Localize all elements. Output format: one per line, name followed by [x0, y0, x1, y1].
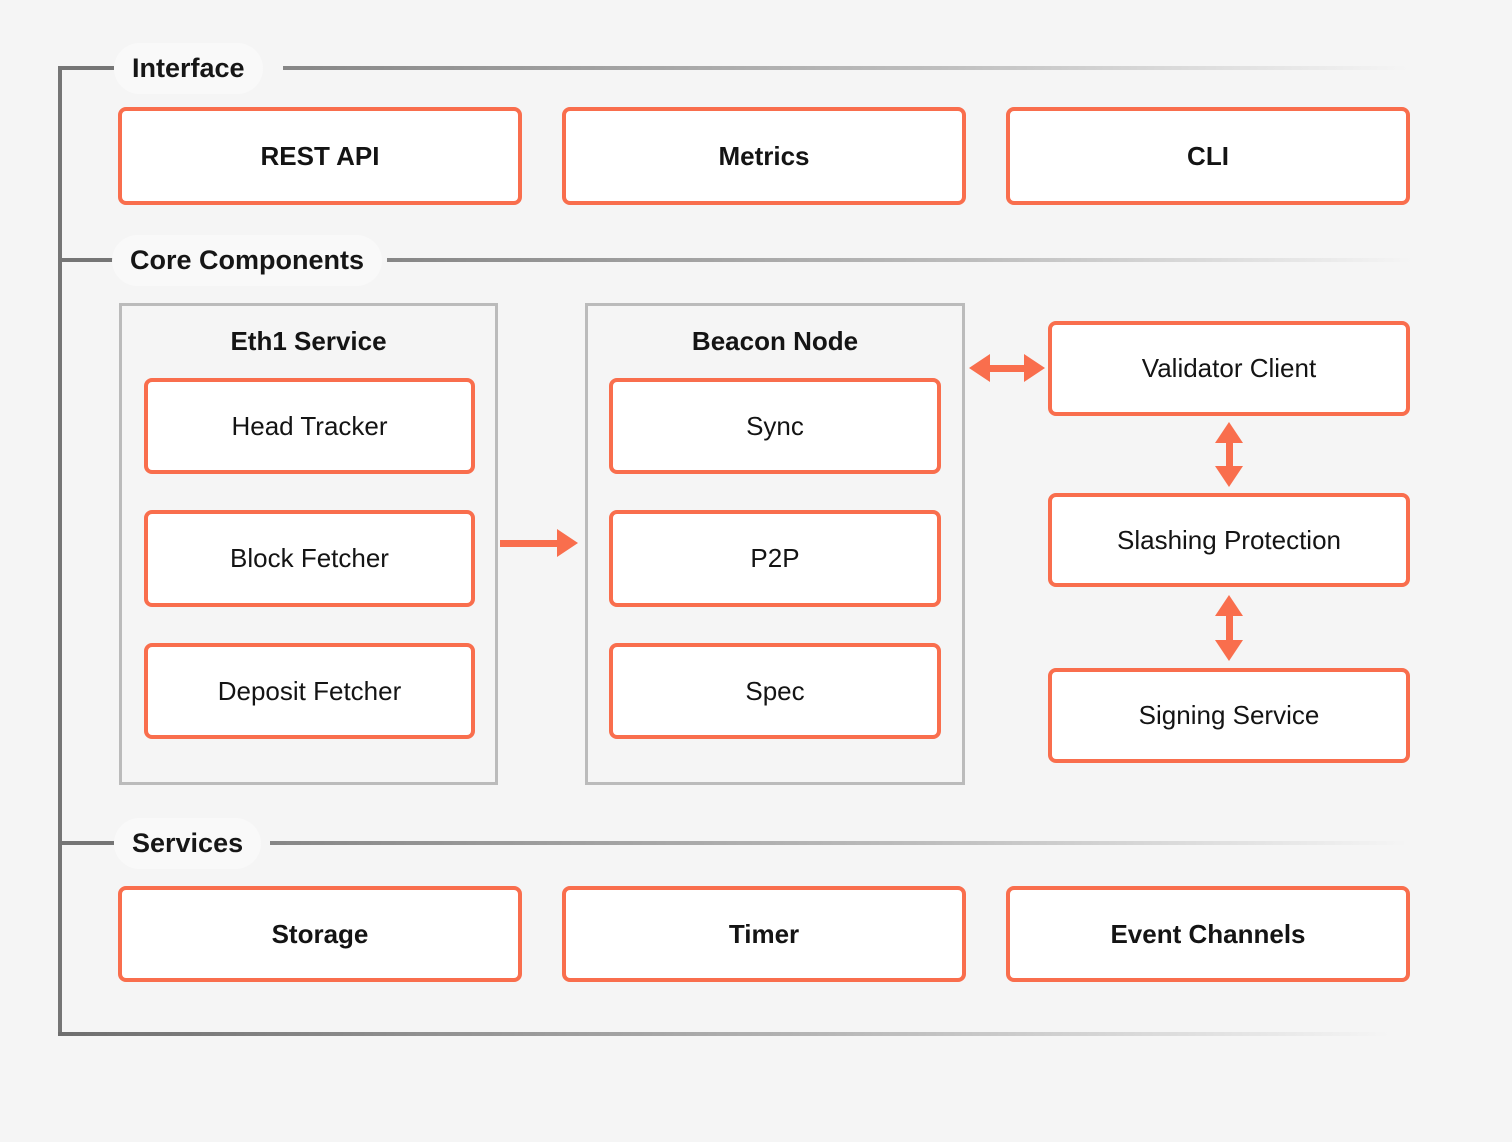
section-label-services: Services	[114, 818, 262, 869]
container-eth1-service-title: Eth1 Service	[230, 326, 387, 356]
box-metrics: Metrics	[562, 107, 966, 205]
left-spine-line	[58, 66, 62, 1036]
box-spec-label: Spec	[745, 675, 805, 706]
box-head-tracker-label: Head Tracker	[231, 410, 388, 441]
box-signing-service-label: Signing Service	[1138, 700, 1320, 730]
arrowhead-up-icon	[1215, 422, 1243, 443]
box-slashing-protection-label: Slashing Protection	[1116, 524, 1342, 555]
box-validator-client-label: Validator Client	[1141, 353, 1317, 383]
arrowhead-right-icon	[557, 529, 578, 557]
container-eth1-service: Eth1 Service	[119, 303, 498, 785]
bottom-rule-line	[58, 1032, 1460, 1036]
box-sync: Sync	[609, 378, 941, 474]
box-event-channels-label: Event Channels	[1110, 918, 1306, 949]
arrowhead-right-icon	[1024, 354, 1045, 382]
arrow-slashing-signing	[1215, 595, 1243, 661]
box-deposit-fetcher-label: Deposit Fetcher	[217, 675, 402, 706]
container-beacon-node-title: Beacon Node	[691, 326, 859, 356]
container-beacon-node: Beacon Node	[585, 303, 965, 785]
arrow-validator-slashing	[1215, 422, 1243, 487]
arrow-eth1-to-beacon	[500, 528, 578, 558]
core-rule-line	[387, 258, 1455, 262]
arrowhead-down-icon	[1215, 640, 1243, 661]
box-validator-client: Validator Client	[1048, 321, 1410, 416]
arrowhead-left-icon	[969, 354, 990, 382]
services-rule-stub	[58, 841, 114, 845]
box-cli-label: CLI	[1187, 140, 1229, 171]
arrow-shaft	[1225, 616, 1233, 640]
arrow-shaft	[1225, 443, 1233, 466]
box-slashing-protection: Slashing Protection	[1048, 493, 1410, 587]
box-p2p-label: P2P	[750, 543, 800, 573]
services-rule-line	[270, 841, 1455, 845]
box-signing-service: Signing Service	[1048, 668, 1410, 763]
box-rest-api-label: REST API	[260, 140, 380, 171]
arrow-shaft	[990, 364, 1024, 372]
box-p2p: P2P	[609, 510, 941, 607]
arrowhead-down-icon	[1215, 466, 1243, 487]
interface-rule-line	[283, 66, 1455, 70]
box-timer: Timer	[562, 886, 966, 982]
box-deposit-fetcher: Deposit Fetcher	[144, 643, 475, 739]
interface-rule-stub	[58, 66, 114, 70]
box-event-channels: Event Channels	[1006, 886, 1410, 982]
box-metrics-label: Metrics	[718, 140, 810, 171]
section-label-core-components: Core Components	[112, 235, 383, 286]
box-cli: CLI	[1006, 107, 1410, 205]
box-block-fetcher: Block Fetcher	[144, 510, 475, 607]
arrow-beacon-validator	[969, 354, 1045, 382]
box-storage-label: Storage	[271, 918, 369, 949]
box-storage: Storage	[118, 886, 522, 982]
section-label-interface: Interface	[114, 43, 263, 94]
core-rule-stub	[58, 258, 114, 262]
box-block-fetcher-label: Block Fetcher	[230, 543, 389, 573]
box-sync-label: Sync	[746, 410, 804, 441]
arrow-shaft	[500, 539, 557, 547]
box-rest-api: REST API	[118, 107, 522, 205]
box-spec: Spec	[609, 643, 941, 739]
arrowhead-up-icon	[1215, 595, 1243, 616]
box-head-tracker: Head Tracker	[144, 378, 475, 474]
box-timer-label: Timer	[728, 918, 800, 949]
